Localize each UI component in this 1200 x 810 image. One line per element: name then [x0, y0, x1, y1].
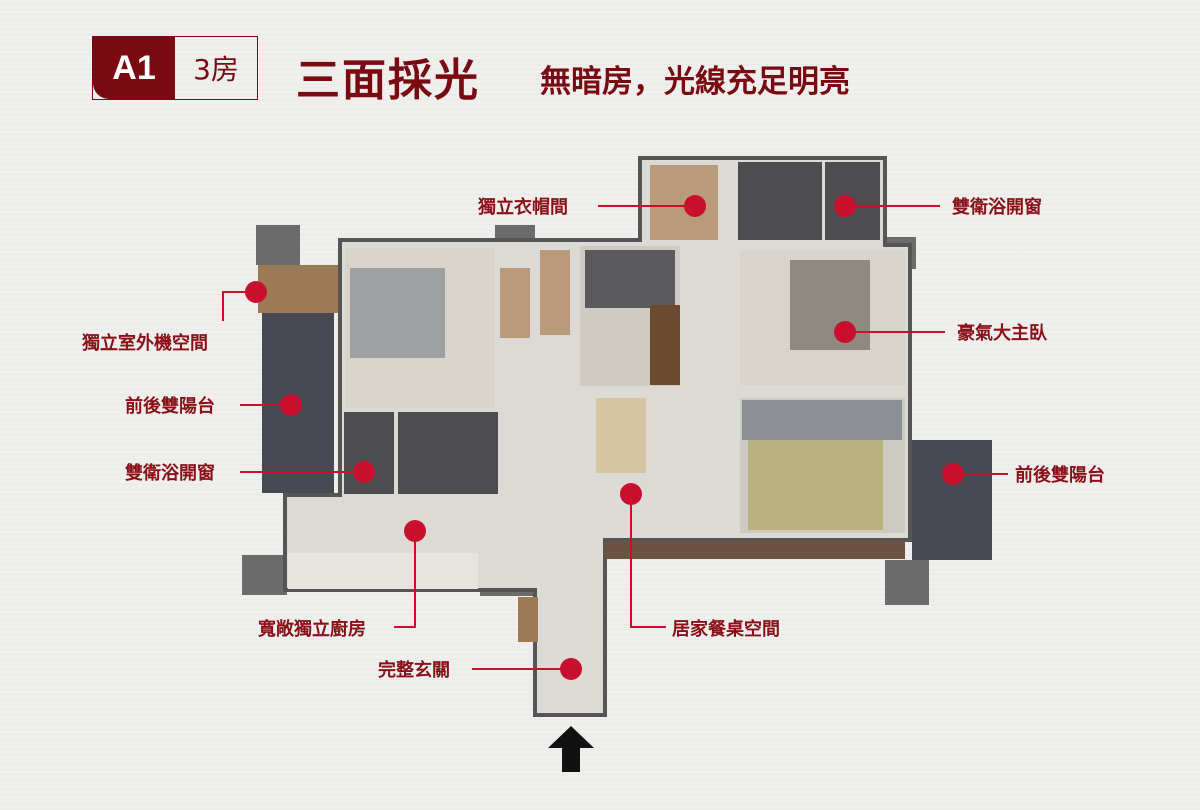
label-outdoor-unit: 獨立室外機空間 [82, 333, 208, 354]
tv-cabinet [605, 541, 905, 559]
outdoor-unit-area [258, 265, 338, 313]
kitchen-counter [288, 553, 478, 589]
label-kitchen: 寬敞獨立廚房 [258, 619, 366, 640]
leader-line [394, 626, 416, 628]
leader-line [240, 404, 291, 406]
shoe-cabinet [518, 597, 538, 642]
marker-bath-right [834, 195, 856, 217]
label-bath-window-left: 雙衛浴開窗 [125, 463, 215, 484]
marker-dining [620, 483, 642, 505]
room-count: 3房 [193, 53, 239, 86]
marker-outdoor-unit [245, 281, 267, 303]
plan-floor [258, 156, 992, 717]
marker-kitchen [404, 520, 426, 542]
label-balcony-left: 前後雙陽台 [125, 396, 215, 417]
leader-line [414, 531, 416, 627]
leader-line [222, 291, 256, 293]
label-walk-in-closet: 獨立衣帽間 [478, 197, 568, 218]
leader-line [630, 494, 632, 627]
balcony-right [912, 440, 992, 560]
leader-line [598, 205, 695, 207]
marker-entrance [560, 658, 582, 680]
unit-code: A1 [93, 37, 175, 99]
marker-walk-in-closet [684, 195, 706, 217]
label-bath-window-right: 雙衛浴開窗 [952, 197, 1042, 218]
unit-badge: A1 3房 [92, 36, 258, 100]
leader-line [953, 473, 1008, 475]
marker-balcony-left [280, 394, 302, 416]
leader-line [222, 291, 224, 321]
entrance-arrow-icon [548, 726, 594, 772]
leader-line [240, 471, 364, 473]
page-subtitle: 無暗房，光線充足明亮 [540, 64, 850, 100]
dining-table [596, 398, 646, 473]
label-balcony-right: 前後雙陽台 [1015, 465, 1105, 486]
leader-line [845, 331, 945, 333]
marker-balcony-right [942, 463, 964, 485]
label-dining: 居家餐桌空間 [672, 619, 780, 640]
marker-master-bedroom [834, 321, 856, 343]
marker-bath-left [353, 461, 375, 483]
leader-line [845, 205, 940, 207]
label-entrance: 完整玄關 [378, 660, 450, 681]
leader-line [472, 668, 571, 670]
bathroom-master [738, 162, 822, 240]
leader-line [630, 626, 666, 628]
label-master-bedroom: 豪氣大主臥 [957, 323, 1047, 344]
page-title: 三面採光 [296, 55, 480, 106]
